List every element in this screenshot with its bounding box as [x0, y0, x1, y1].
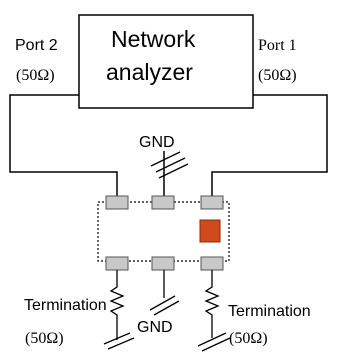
- port1-impedance: (50Ω): [258, 67, 297, 84]
- pad-top-left: [105, 195, 129, 210]
- termination-resistor-left: [109, 270, 125, 340]
- port2-wire: [9, 94, 118, 197]
- pin1-marker: [199, 219, 221, 243]
- gnd-label-bottom: GND: [137, 319, 173, 336]
- top-ground-icon: [150, 151, 189, 179]
- port1-wire: [211, 94, 328, 197]
- termination-left-impedance: (50Ω): [25, 330, 64, 347]
- gnd-label-top: GND: [139, 134, 175, 151]
- port1-label: Port 1: [258, 37, 297, 54]
- pad-bottom-left: [105, 256, 129, 271]
- port2-label: Port 2: [15, 37, 58, 54]
- termination-right-impedance: (50Ω): [229, 330, 268, 347]
- port2-impedance: (50Ω): [16, 67, 55, 84]
- analyzer-title-line1: Network: [111, 26, 196, 52]
- network-analyzer-box: [78, 14, 254, 109]
- termination-left-label: Termination: [24, 297, 107, 314]
- pad-bottom-right: [200, 256, 224, 271]
- pad-bottom-center: [151, 256, 175, 271]
- ground-icon-center: [149, 295, 180, 316]
- termination-right-label: Termination: [228, 303, 311, 320]
- pad-top-right: [200, 195, 224, 210]
- termination-resistor-right: [204, 270, 220, 338]
- pad-top-center: [151, 195, 175, 210]
- analyzer-title-line2: analyzer: [106, 59, 193, 85]
- ground-icon-left: [103, 332, 135, 350]
- ground-icon-right: [197, 332, 231, 352]
